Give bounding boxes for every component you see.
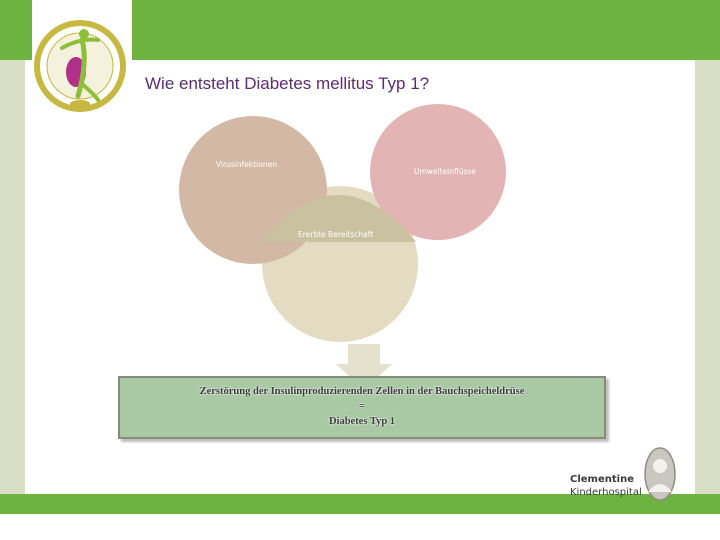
bottom-green-band: [0, 494, 720, 514]
association-logo: [32, 0, 132, 120]
virus-label: Virusinfektionen: [216, 160, 277, 169]
hereditary-label: Ererbte Bereitschaft: [298, 230, 374, 239]
environment-label: Umwelteinflüsse: [414, 167, 476, 176]
result-line-equals: =: [359, 401, 365, 412]
hospital-logo: [644, 447, 676, 501]
portrait-medallion-icon: [644, 447, 676, 501]
left-side-panel: [0, 60, 25, 494]
diabetes-association-logo-icon: [34, 20, 126, 112]
result-box: Zerstörung der Insulinproduzierenden Zel…: [118, 376, 606, 439]
right-side-panel: [695, 60, 720, 494]
circle-environment: [370, 104, 506, 240]
result-line-diabetes: Diabetes Typ 1: [328, 416, 396, 427]
hospital-subtitle: Kinderhospital: [570, 487, 642, 498]
result-line-destruction: Zerstörung der Insulinproduzierenden Zel…: [199, 386, 525, 397]
slide-title: Wie entsteht Diabetes mellitus Typ 1?: [145, 74, 430, 93]
hospital-name: Clementine: [570, 474, 634, 485]
overlap-region: [262, 194, 416, 242]
